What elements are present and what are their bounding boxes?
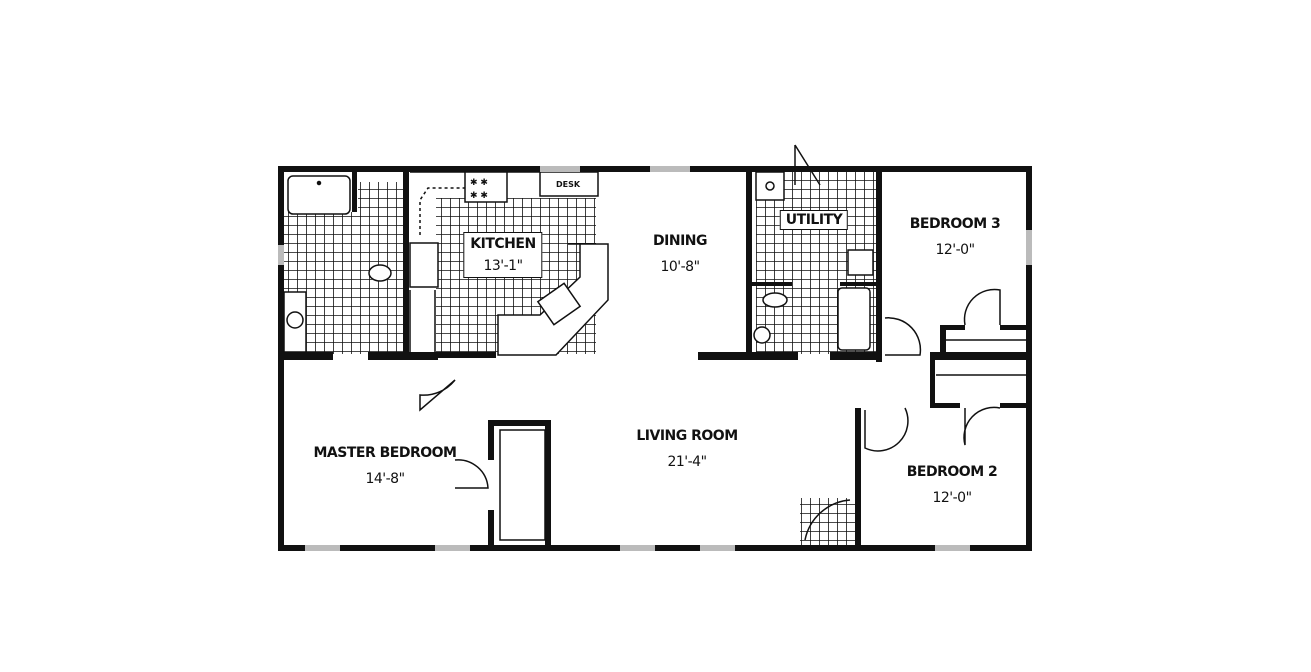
room-label-dining: DINING 10'-8"	[653, 233, 707, 275]
room-label-master-bedroom: MASTER BEDROOM 14'-8"	[313, 445, 458, 487]
room-label-bedroom3: BEDROOM 3 12'-0"	[910, 216, 1001, 258]
room-dimension: 12'-0"	[935, 242, 975, 258]
room-name: KITCHEN	[470, 236, 536, 252]
fixtures: ✱ ✱ ✱ ✱	[283, 144, 1026, 541]
svg-text:✱ ✱: ✱ ✱	[470, 191, 488, 201]
room-dimension: 21'-4"	[667, 454, 707, 470]
room-name: DINING	[653, 233, 707, 249]
room-name: UTILITY	[785, 212, 843, 228]
room-label-living-room: LIVING ROOM 21'-4"	[636, 428, 738, 470]
windows	[278, 166, 1032, 551]
utility-label-box: UTILITY	[779, 210, 849, 230]
kitchen-label-box: KITCHEN 13'-1"	[463, 232, 543, 278]
room-label-kitchen: KITCHEN 13'-1"	[463, 232, 543, 278]
room-name: BEDROOM 3	[909, 216, 1001, 232]
room-label-utility: UTILITY	[779, 210, 849, 230]
interior-walls	[278, 166, 1030, 551]
room-name: BEDROOM 2	[906, 464, 998, 480]
room-label-bedroom2: BEDROOM 2 12'-0"	[907, 464, 998, 506]
room-dimension: 12'-0"	[932, 490, 972, 506]
tile-floors	[283, 172, 878, 548]
room-dimension: 14'-8"	[365, 471, 405, 487]
desk-label: DESK	[556, 180, 581, 189]
room-dimension: 13'-1"	[483, 258, 523, 274]
room-dimension: 10'-8"	[660, 259, 700, 275]
svg-text:✱ ✱: ✱ ✱	[470, 178, 488, 188]
room-name: MASTER BEDROOM	[313, 445, 458, 461]
room-name: LIVING ROOM	[636, 428, 738, 444]
